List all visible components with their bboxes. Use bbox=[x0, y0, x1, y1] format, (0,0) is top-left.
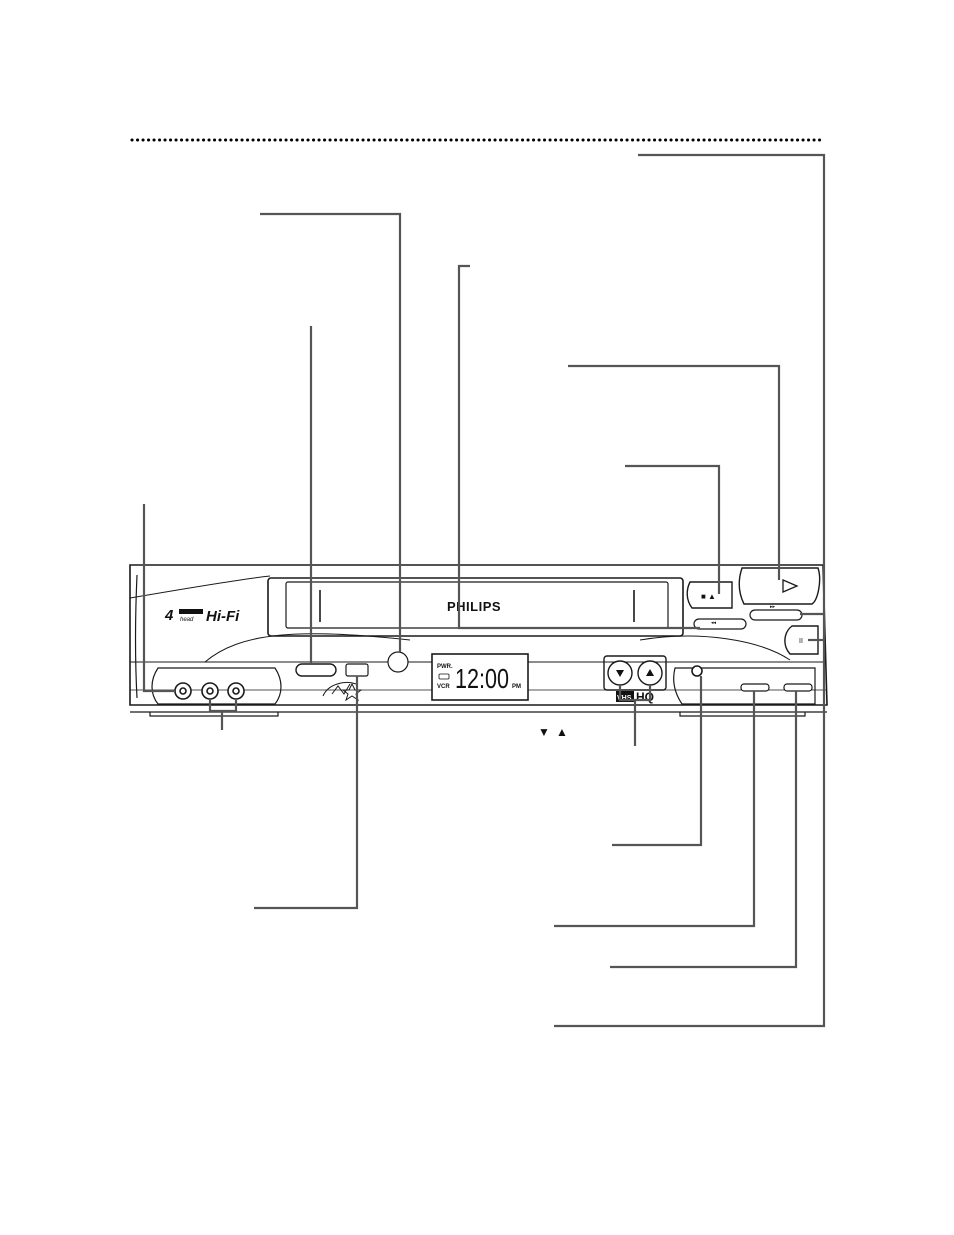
record-button[interactable] bbox=[783, 683, 813, 692]
hifi-logo: Hi-Fi bbox=[206, 608, 240, 625]
svg-text:II: II bbox=[799, 638, 803, 645]
audio-video-input-jacks[interactable] bbox=[174, 682, 245, 700]
callout-lines bbox=[142, 153, 826, 1028]
cassette-door[interactable] bbox=[267, 577, 684, 637]
brand-logo: PHILIPS bbox=[447, 599, 501, 614]
callout-rewind-button bbox=[457, 264, 700, 630]
callout-pause-still-button bbox=[554, 153, 826, 1028]
remote-sensor bbox=[387, 651, 409, 673]
pm-indicator: PM bbox=[512, 684, 521, 690]
cassette-icon bbox=[438, 673, 450, 680]
head-badge: 4 head bbox=[164, 607, 203, 624]
callout-record-indicator bbox=[612, 676, 703, 847]
channel-buttons bbox=[603, 655, 667, 691]
callout-record-button bbox=[610, 691, 798, 969]
svg-text:VHS: VHS bbox=[617, 695, 632, 702]
callout-timer-button bbox=[254, 676, 359, 910]
svg-text:head: head bbox=[180, 617, 194, 623]
clock-display: 12:00 bbox=[455, 663, 509, 694]
speed-button[interactable] bbox=[740, 683, 770, 692]
callout-video-in-jack bbox=[142, 504, 175, 693]
channel-down-arrow-glyph: ▼ bbox=[538, 725, 550, 739]
svg-text:4: 4 bbox=[164, 607, 174, 624]
rewind-button[interactable]: ◂◂ bbox=[693, 618, 747, 630]
callout-speed-button bbox=[554, 691, 756, 928]
pwr-indicator: PWR. bbox=[437, 664, 453, 670]
channel-down-button[interactable] bbox=[607, 660, 633, 686]
svg-text:HQ: HQ bbox=[636, 690, 654, 704]
record-indicator bbox=[691, 665, 703, 677]
pause-still-button[interactable]: II bbox=[784, 625, 819, 655]
callout-play-button bbox=[568, 364, 781, 580]
channel-up-arrow-glyph: ▲ bbox=[556, 725, 568, 739]
energy-star-logo bbox=[322, 682, 363, 702]
play-button[interactable] bbox=[738, 567, 821, 605]
callout-remote-sensor bbox=[260, 212, 402, 652]
power-button[interactable] bbox=[295, 663, 337, 677]
stop-eject-button[interactable]: ■ ▲ bbox=[686, 581, 733, 609]
callout-stop-eject-button bbox=[625, 464, 721, 594]
svg-text:▸▸: ▸▸ bbox=[770, 604, 776, 610]
svg-text:◂◂: ◂◂ bbox=[711, 620, 717, 626]
timer-button[interactable] bbox=[345, 663, 369, 677]
vcr-indicator: VCR bbox=[437, 684, 450, 690]
svg-text:■ ▲: ■ ▲ bbox=[701, 592, 716, 601]
channel-up-button[interactable] bbox=[637, 660, 663, 686]
display-window: PWR. VCR 12:00 PM bbox=[431, 653, 529, 701]
